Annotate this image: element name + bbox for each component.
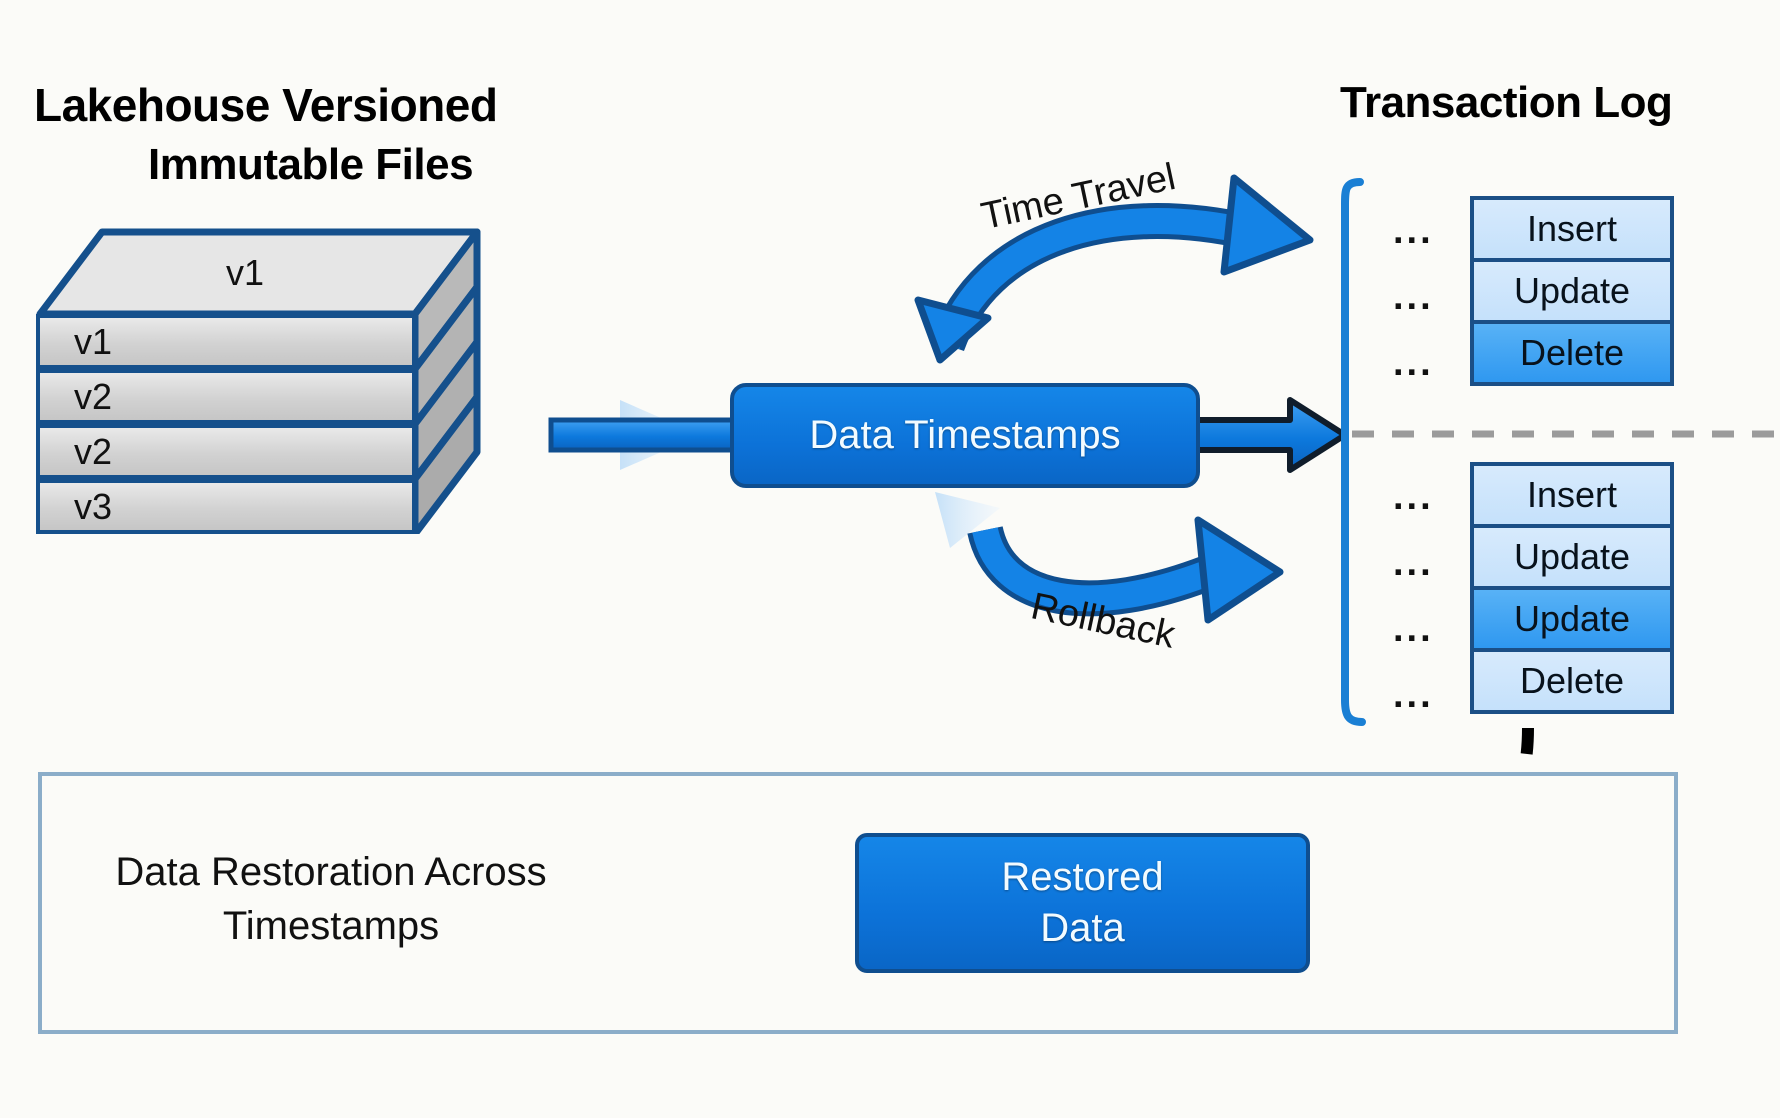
data-restoration-caption: Data Restoration Across Timestamps — [115, 850, 547, 948]
rollback-label: Rollback — [1027, 585, 1179, 657]
versioned-file-stack: v1 v1 v2 v2 v3 — [36, 228, 481, 534]
log-entry-insert[interactable]: Insert — [1470, 196, 1674, 262]
data-timestamps-box[interactable]: Data Timestamps — [730, 383, 1200, 488]
log-entry-label: Insert — [1526, 474, 1618, 515]
log-entry-insert[interactable]: Insert — [1470, 462, 1674, 528]
log-entry-label: Update — [1513, 270, 1631, 311]
log-entry-delete[interactable]: Delete — [1470, 648, 1674, 714]
restored-data-box[interactable]: Restored Data — [855, 833, 1310, 973]
log-entry-update[interactable]: Update — [1470, 524, 1674, 590]
restored-data-line1: Restored — [1001, 854, 1164, 899]
stack-layer: v3 — [36, 479, 416, 534]
log-ellipsis: ... — [1393, 674, 1434, 716]
stack-layer-label: v2 — [74, 375, 113, 417]
log-entry-delete[interactable]: Delete — [1470, 320, 1674, 386]
stack-layer: v1 — [36, 314, 416, 369]
log-ellipsis: ... — [1393, 210, 1434, 252]
log-entry-update-highlighted[interactable]: Update — [1470, 586, 1674, 652]
ghost-triangle-left — [620, 400, 700, 470]
log-entry-label: Update — [1513, 536, 1631, 577]
restored-data-line2: Data — [1040, 906, 1125, 950]
transaction-log-bracket — [1341, 178, 1366, 726]
stack-top-face-label: v1 — [226, 252, 265, 293]
page-title-lakehouse-line1: Lakehouse Versioned — [34, 79, 498, 131]
log-ellipsis: ... — [1393, 476, 1434, 518]
arrow-timestamps-to-log — [1193, 397, 1348, 473]
log-entry-label: Update — [1513, 598, 1631, 639]
page-title-transaction-log: Transaction Log — [1340, 78, 1673, 127]
log-ellipsis: ... — [1393, 608, 1434, 650]
stack-top-face: v1 — [36, 228, 481, 318]
stack-layer-label: v1 — [74, 320, 113, 362]
stack-layer-label: v2 — [74, 430, 113, 472]
log-entry-update[interactable]: Update — [1470, 258, 1674, 324]
log-entry-label: Delete — [1519, 332, 1625, 373]
stack-layer: v2 — [36, 424, 416, 479]
connector-stack-to-timestamps — [548, 417, 740, 453]
page-title-lakehouse-line2: Immutable Files — [148, 140, 474, 189]
time-travel-label: Time Travel — [977, 155, 1180, 239]
lower-log-group: Insert Update Update Delete — [1470, 462, 1674, 714]
ghost-triangle-bottom — [935, 492, 1000, 548]
log-ellipsis: ... — [1393, 276, 1434, 318]
log-entry-label: Insert — [1526, 208, 1618, 249]
stack-layer-label: v3 — [74, 485, 113, 527]
data-timestamps-label: Data Timestamps — [809, 413, 1121, 457]
log-ellipsis: ... — [1393, 542, 1434, 584]
log-entry-label: Delete — [1519, 660, 1625, 701]
log-ellipsis: ... — [1393, 342, 1434, 384]
stack-layer: v2 — [36, 369, 416, 424]
upper-log-group: Insert Update Delete — [1470, 196, 1674, 386]
